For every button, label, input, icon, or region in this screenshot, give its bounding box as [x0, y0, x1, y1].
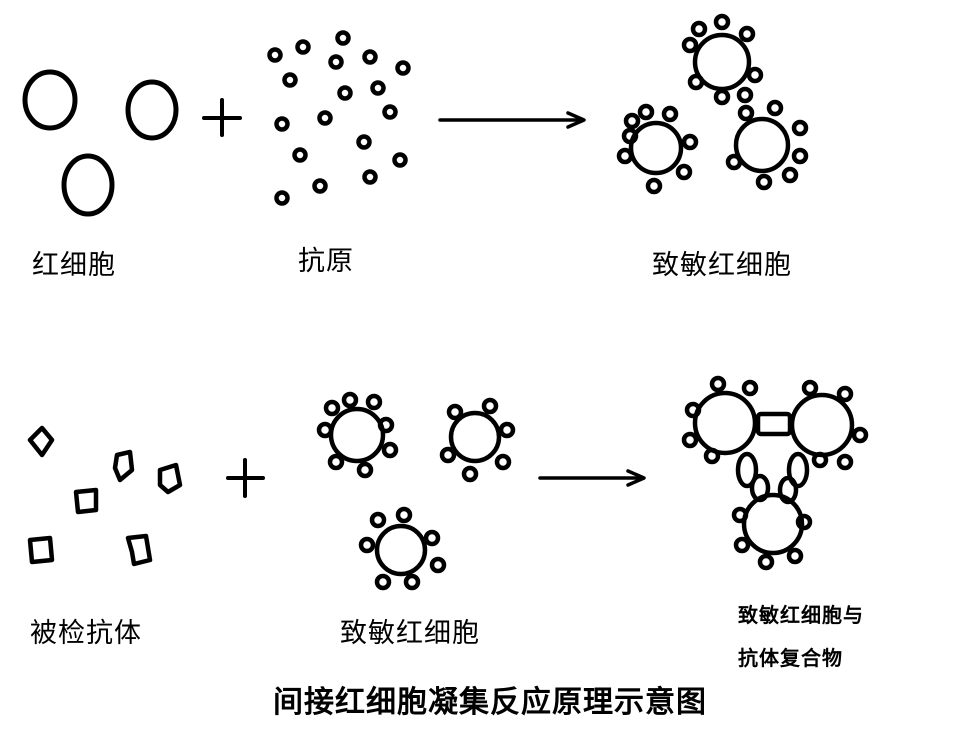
antibody-particle: [112, 449, 135, 483]
sensitized-cell: [316, 391, 399, 479]
antigen-particle: [362, 169, 378, 185]
reaction-arrow: [438, 111, 586, 129]
plus-sign: [202, 98, 242, 137]
antibody-particle: [27, 425, 55, 458]
label-sensitized-cell-bottom: 致敏红细胞: [340, 618, 480, 649]
antigen-particle: [362, 49, 378, 65]
agglutination-complex: [681, 375, 869, 571]
antigen-particle: [292, 147, 308, 163]
sensitized-cell: [725, 99, 809, 191]
antigen-particle: [337, 85, 353, 101]
antigen-particles: [267, 30, 411, 206]
label-complex-line1: 致敏红细胞与: [738, 603, 864, 627]
sensitized-cell: [681, 13, 764, 106]
antigen-particle: [395, 60, 411, 76]
plus-sign: [226, 458, 265, 498]
sensitized-cell: [358, 506, 447, 591]
antigen-particle: [282, 72, 298, 88]
antibody-particle: [27, 535, 55, 565]
sensitized-cells-bottom: [316, 391, 516, 591]
antigen-particle: [317, 110, 333, 126]
antigen-particle: [295, 39, 311, 55]
label-antigen: 抗原: [298, 246, 354, 277]
red-cell: [125, 79, 179, 141]
red-cell: [22, 69, 78, 131]
antibody-bridge: [777, 475, 799, 505]
antibody-particle: [157, 462, 183, 495]
antibody-particle: [125, 533, 153, 567]
sensitized-cell: [439, 397, 516, 483]
antibody-particles: [27, 425, 183, 567]
antigen-particle: [356, 134, 372, 150]
antibody-bridge: [786, 451, 810, 489]
antibody-bridge: [735, 451, 759, 489]
antigen-particle: [328, 54, 344, 70]
red-blood-cells: [22, 69, 179, 217]
reaction-arrow: [538, 469, 646, 487]
antigen-particle: [392, 152, 408, 168]
label-sensitized-cell-top: 致敏红细胞: [652, 250, 792, 281]
sensitized-cell: [616, 103, 699, 195]
antigen-particle: [370, 80, 386, 96]
antibody-particle: [73, 487, 99, 515]
label-complex-line2: 抗体复合物: [738, 646, 843, 670]
label-test-antibody: 被检抗体: [30, 618, 142, 649]
antigen-particle: [267, 47, 283, 63]
label-red-cell: 红细胞: [32, 250, 116, 281]
red-cell: [61, 153, 115, 217]
diagram-title: 间接红细胞凝集反应原理示意图: [273, 685, 707, 720]
antigen-particle: [382, 104, 398, 120]
antibody-bridge: [749, 473, 771, 503]
antigen-particle: [274, 116, 290, 132]
sensitized-cells-top: [616, 13, 809, 195]
antigen-particle: [335, 30, 351, 46]
antibody-bridge: [755, 411, 793, 437]
antigen-particle: [312, 178, 328, 194]
antigen-particle: [274, 190, 290, 206]
